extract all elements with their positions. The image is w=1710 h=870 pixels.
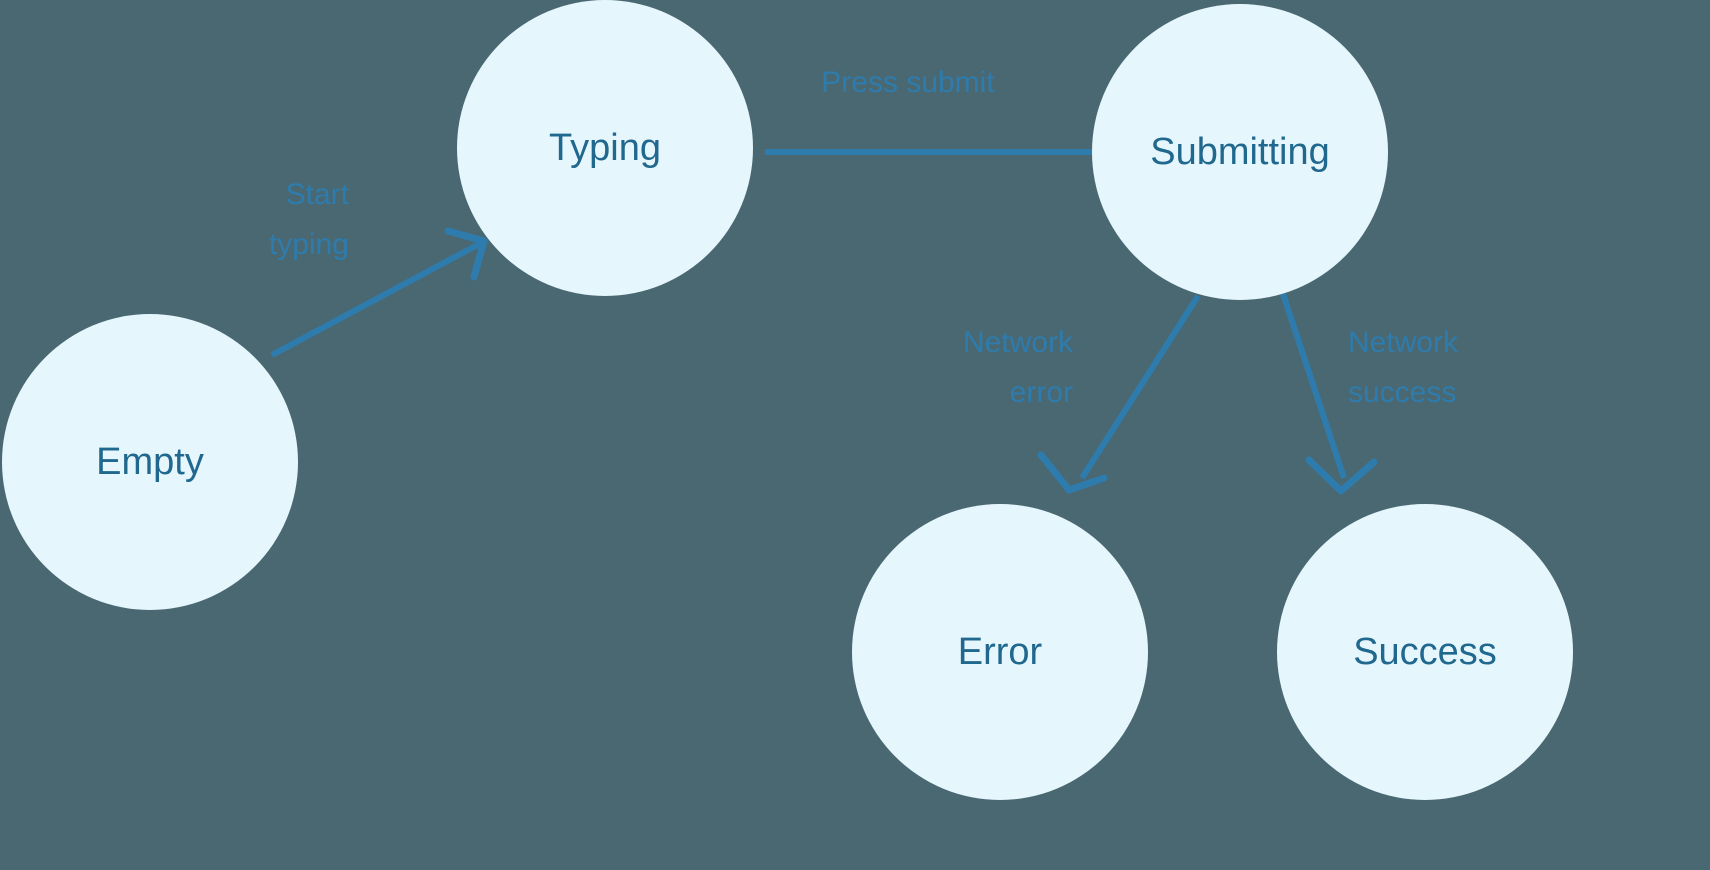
- edge-label-line: Press submit: [821, 66, 995, 99]
- edge-line-submitting-to-error: [1079, 294, 1201, 480]
- state-node-label-empty: Empty: [96, 441, 204, 483]
- edge-line-submitting-to-success: [1280, 293, 1347, 479]
- state-node-label-error: Error: [958, 631, 1043, 673]
- state-node-label-typing: Typing: [549, 127, 661, 169]
- edge-label-line: Network: [1348, 326, 1459, 359]
- edge-label-empty-to-typing: Start typing: [269, 178, 350, 261]
- edge-label-submitting-to-success: Network success: [1348, 326, 1459, 409]
- edge-label-submitting-to-error: Network error: [963, 326, 1074, 409]
- edge-label-line: Start: [286, 178, 350, 211]
- edge-label-line: error: [1010, 376, 1073, 409]
- state-node-label-submitting: Submitting: [1150, 131, 1330, 173]
- arrowhead-icon-submitting-to-error: [1037, 451, 1108, 494]
- edge-empty-to-typing: Start typing: [269, 178, 488, 358]
- edge-line-empty-to-typing: [270, 240, 483, 358]
- edge-label-line: Network: [963, 326, 1074, 359]
- state-node-submitting[interactable]: Submitting: [1092, 4, 1388, 300]
- state-node-empty[interactable]: Empty: [2, 314, 298, 610]
- state-node-shape-error[interactable]: [852, 504, 1148, 800]
- state-node-shape-empty[interactable]: [2, 314, 298, 610]
- state-node-error[interactable]: Error: [852, 504, 1148, 800]
- state-node-shape-submitting[interactable]: [1092, 4, 1388, 300]
- edge-label-line: success: [1348, 376, 1456, 409]
- edge-submitting-to-success: Network success: [1280, 293, 1459, 495]
- edge-label-line: typing: [269, 228, 349, 261]
- state-node-shape-success[interactable]: [1277, 504, 1573, 800]
- arrowhead-icon-empty-to-typing: [444, 227, 488, 281]
- edge-label-typing-to-submitting: Press submit: [821, 66, 995, 99]
- arrowhead-icon-submitting-to-success: [1305, 456, 1378, 495]
- edge-submitting-to-error: Network error: [963, 294, 1201, 494]
- edge-typing-to-submitting: Press submit: [765, 66, 1150, 184]
- state-node-label-success: Success: [1353, 631, 1497, 673]
- state-node-typing[interactable]: Typing: [457, 0, 753, 296]
- state-node-success[interactable]: Success: [1277, 504, 1573, 800]
- state-node-shape-typing[interactable]: [457, 0, 753, 296]
